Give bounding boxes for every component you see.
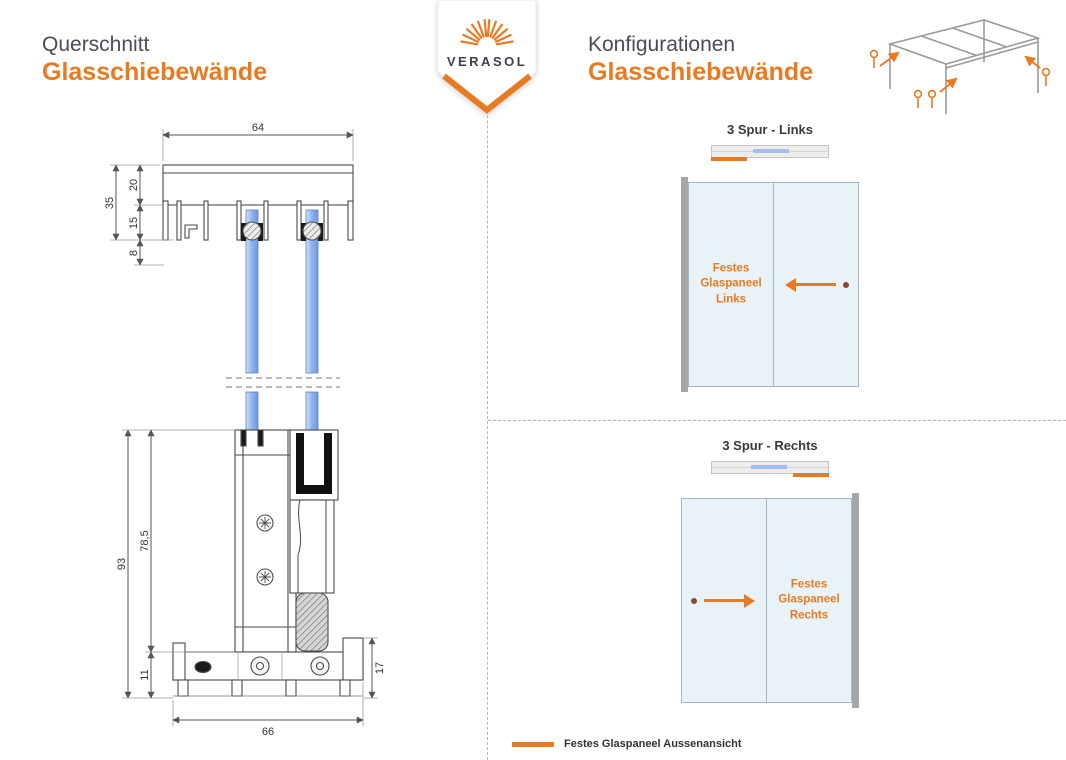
panel-diagram-rechts: Festes Glaspaneel Rechts [681,493,859,708]
dim-rail-upper: 20 [128,179,140,191]
sliding-panel-segment [751,465,787,469]
fixed-glass-panel: Festes Glaspaneel Rechts [766,498,852,703]
pergola-frame [887,19,1041,114]
config-rechts: 3 Spur - Rechts Festes Glaspaneel Rechts [625,438,915,708]
slide-direction-arrow-icon [785,277,836,292]
left-header-subtitle: Querschnitt [42,33,150,56]
cross-section-drawing: 64 35 20 15 8 93 78,5 11 66 17 [38,115,458,745]
fixed-panel-segment [711,157,747,161]
logo-chevron-icon [442,73,532,114]
top-rail-profile [162,164,354,241]
handle-dot-icon [691,597,697,604]
fixed-panel-label: Festes Glaspaneel Rechts [778,578,840,622]
dim-rail-total: 35 [104,197,116,209]
handle-dot-icon [843,281,849,288]
break-lines [226,377,340,388]
bottom-rail-profile [172,637,364,697]
wall-bar [852,493,859,708]
glass-panel-a [245,209,259,374]
direction-arrow-icon [1024,55,1041,69]
fixed-glass-panel: Festes Glaspaneel Links [688,182,774,387]
dim-gap: 8 [128,250,140,256]
dim-bottom-profile: 78,5 [139,530,151,551]
legend-line-swatch [512,741,554,747]
sliding-panel-segment [753,149,789,153]
dim-bottom-width: 66 [262,726,274,738]
right-header-subtitle: Konfigurationen [588,33,736,56]
person-icon [1041,67,1051,86]
rail-gasket-icon [194,660,212,674]
config-links: 3 Spur - Links Festes Glaspaneel Links [625,122,915,392]
right-header-title: Glasschiebewände [588,58,814,87]
person-icon [913,89,923,108]
horizontal-divider [488,420,1066,421]
left-header: Querschnitt Glasschiebewände [42,32,267,87]
glass-panels-upper [245,209,319,374]
bottom-frame-profile [234,429,297,653]
person-icon [869,49,879,68]
track-top-view-rechts [711,459,829,479]
dim-base-right: 17 [374,662,386,674]
track-top-view-links [711,143,829,163]
dim-top-width: 64 [252,122,264,134]
vertical-divider [487,0,488,760]
dim-base: 11 [139,669,151,680]
legend-label: Festes Glaspaneel Aussenansicht [564,738,742,750]
brand-logo: VERASOL [424,0,550,120]
brand-logo-shield: VERASOL [437,0,537,115]
top-rollers [241,221,323,241]
left-header-title: Glasschiebewände [42,58,268,87]
glass-clamp-shoe [289,429,339,652]
slide-direction-arrow-icon [704,593,755,608]
brand-name: VERASOL [447,54,527,69]
wall-bar [681,177,688,392]
pergola-icon [862,6,1052,118]
sliding-glass-panel [681,498,767,703]
bottom-roller-icon [296,593,328,651]
config-rechts-title: 3 Spur - Rechts [722,438,818,453]
rail-hook-detail [184,224,198,239]
dim-rail-lower: 15 [128,217,140,229]
right-header: Konfigurationen Glasschiebewände [588,32,813,87]
dim-bottom-total: 93 [116,558,128,570]
panel-diagram-links: Festes Glaspaneel Links [681,177,859,392]
sliding-glass-panel [773,182,859,387]
dimension-lines [112,131,376,724]
roller-icon [302,221,322,241]
fixed-panel-label: Festes Glaspaneel Links [700,262,762,306]
sunburst-icon [460,19,514,46]
config-links-title: 3 Spur - Links [727,122,813,137]
direction-arrow-icon [879,51,900,67]
roller-icon [242,221,262,241]
direction-arrow-icon [939,77,958,93]
person-icon [927,89,937,108]
legend: Festes Glaspaneel Aussenansicht [512,738,742,750]
glass-panel-b [305,209,319,374]
fixed-panel-segment [793,473,829,477]
